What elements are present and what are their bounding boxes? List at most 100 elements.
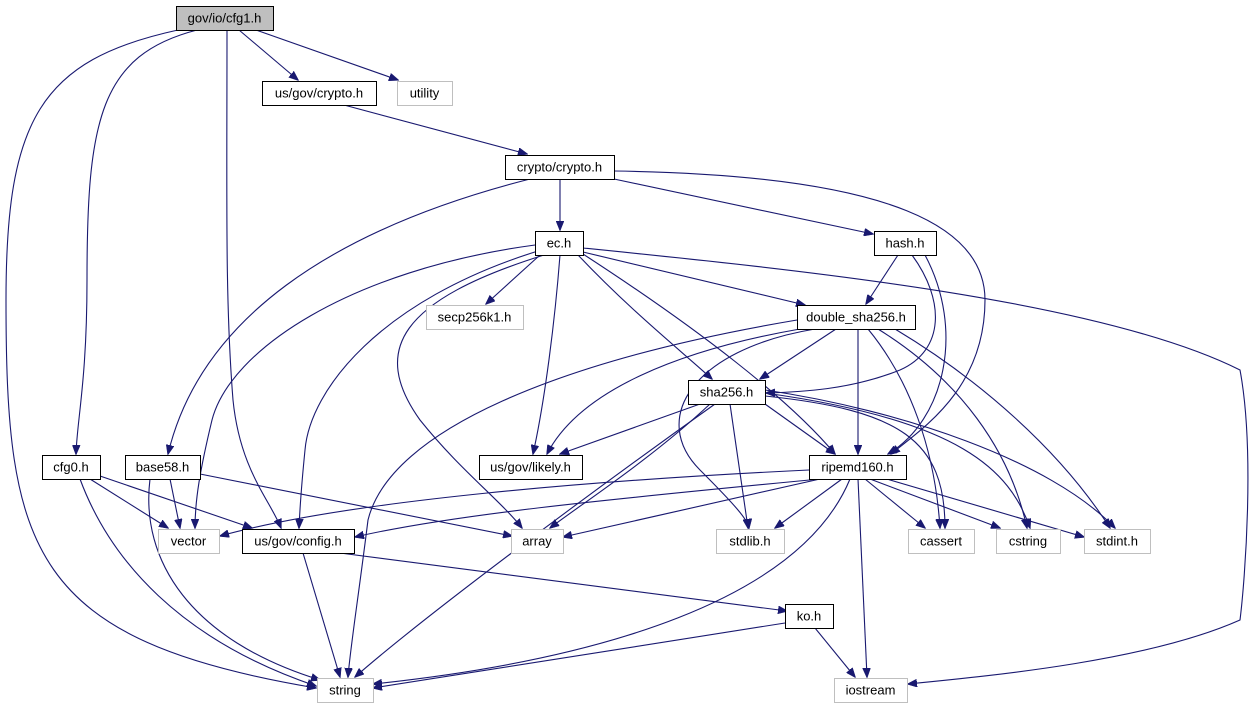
edge-crypto-crypto-h-to-ripemd160-h: [613, 170, 986, 454]
node-ko-h[interactable]: ko.h: [785, 604, 834, 629]
node-label: double_sha256.h: [806, 310, 906, 325]
edge-cfg0-h-to-string: [79, 478, 316, 686]
node-label: crypto/crypto.h: [517, 160, 602, 175]
node-utility: utility: [397, 81, 453, 106]
node-root[interactable]: gov/io/cfg1.h: [176, 6, 274, 31]
node-label: us/gov/crypto.h: [275, 86, 363, 101]
node-base58-h[interactable]: base58.h: [125, 455, 201, 480]
edge-double-sha256-h-to-stdlib-h: [678, 328, 816, 528]
node-label: secp256k1.h: [438, 310, 512, 325]
edge-ec-h-to-array: [397, 254, 545, 528]
node-box: [176, 6, 274, 31]
node-label: gov/io/cfg1.h: [188, 11, 262, 26]
node-box: [242, 529, 355, 554]
edge-sha256-h-to-cassert: [764, 395, 945, 528]
node-cstring: cstring: [996, 529, 1061, 554]
node-us-gov-config-h[interactable]: us/gov/config.h: [242, 529, 355, 554]
node-box: [996, 529, 1061, 554]
node-box: [535, 231, 584, 256]
edge-hash-h-to-double-sha256-h: [866, 254, 899, 304]
edge-cfg0-h-to-us-gov-config-h: [99, 475, 252, 528]
node-box: [716, 529, 785, 554]
node-label: hash.h: [885, 236, 924, 251]
edge-sha256-h-to-stdint-h: [764, 389, 1115, 528]
node-box: [688, 380, 766, 405]
node-box: [158, 529, 220, 554]
node-box: [797, 305, 916, 330]
node-label: ko.h: [797, 609, 822, 624]
node-box: [317, 678, 374, 703]
node-label: stdint.h: [1096, 534, 1138, 549]
node-sha256-h[interactable]: sha256.h: [688, 380, 766, 405]
edge-crypto-crypto-h-to-hash-h: [613, 178, 873, 234]
edge-double-sha256-h-to-string: [348, 319, 798, 677]
edge-base58-h-to-vector: [169, 478, 180, 528]
node-label: vector: [171, 534, 207, 549]
edge-sha256-h-to-cstring: [764, 392, 1030, 528]
node-label: iostream: [846, 683, 896, 698]
node-cfg0-h[interactable]: cfg0.h: [42, 455, 101, 480]
edge-us-gov-crypto-h-to-crypto-crypto-h: [343, 104, 527, 154]
edge-ko-h-to-iostream: [814, 627, 855, 677]
node-ec-h[interactable]: ec.h: [535, 231, 584, 256]
node-us-gov-crypto-h[interactable]: us/gov/crypto.h: [262, 81, 377, 106]
node-label: us/gov/config.h: [254, 534, 341, 549]
edge-ec-h-to-double-sha256-h: [582, 251, 805, 305]
edge-ec-h-to-us-gov-config-h: [299, 250, 539, 528]
edge-ec-h-to-secp256k1-h: [486, 254, 541, 304]
node-label: utility: [410, 86, 440, 101]
edge-root-to-us-gov-config-h: [226, 29, 281, 528]
nodes-layer: gov/io/cfg1.h us/gov/crypto.h utility crypt…: [42, 6, 1151, 703]
edge-ripemd160-h-to-stdint-h: [879, 476, 1084, 537]
node-ripemd160-h[interactable]: ripemd160.h: [809, 455, 907, 480]
node-box: [809, 455, 907, 480]
node-label: cfg0.h: [53, 460, 88, 475]
edge-root-to-cfg0-h: [76, 29, 198, 454]
node-box: [908, 529, 975, 554]
node-array: array: [511, 529, 564, 554]
node-label: string: [329, 683, 361, 698]
edge-double-sha256-h-to-us-gov-likely-h: [547, 328, 801, 454]
node-cassert: cassert: [908, 529, 975, 554]
node-label: cstring: [1009, 534, 1047, 549]
node-hash-h[interactable]: hash.h: [874, 231, 937, 256]
edge-base58-h-to-array: [199, 473, 512, 536]
edge-ec-h-to-sha256-h: [577, 254, 712, 379]
edge-ripemd160-h-to-iostream: [857, 478, 867, 677]
node-box: [262, 81, 377, 106]
node-vector: vector: [158, 529, 220, 554]
edge-ko-h-to-string: [373, 622, 786, 688]
node-double-sha256-h[interactable]: double_sha256.h: [797, 305, 916, 330]
edge-sha256-h-to-string: [355, 403, 716, 677]
edge-root-to-utility: [255, 29, 398, 80]
node-box: [1084, 529, 1151, 554]
edge-hash-h-to-sha256-h: [766, 254, 936, 393]
edge-ripemd160-h-to-cstring: [869, 478, 1000, 528]
node-box: [42, 455, 101, 480]
node-label: array: [522, 534, 552, 549]
node-string: string: [317, 678, 374, 703]
node-label: ripemd160.h: [821, 460, 893, 475]
edge-ec-h-to-ripemd160-h: [582, 253, 835, 454]
edge-hash-h-to-ripemd160-h: [888, 254, 947, 454]
node-crypto-crypto-h[interactable]: crypto/crypto.h: [505, 155, 615, 180]
node-us-gov-likely-h[interactable]: us/gov/likely.h: [479, 455, 583, 480]
node-box: [834, 678, 908, 703]
node-box: [505, 155, 615, 180]
node-secp256k1-h: secp256k1.h: [426, 305, 524, 330]
edge-ripemd160-h-to-cassert: [864, 478, 925, 528]
edge-sha256-h-to-stdlib-h: [729, 403, 748, 528]
edge-cfg0-h-to-vector: [89, 478, 168, 528]
edge-double-sha256-h-to-cstring: [877, 328, 1027, 528]
edge-double-sha256-h-to-sha256-h: [760, 328, 837, 379]
node-box: [874, 231, 937, 256]
node-box: [511, 529, 564, 554]
edge-ripemd160-h-to-stdlib-h: [775, 478, 843, 528]
edge-ripemd160-h-to-string: [373, 478, 851, 684]
edge-root-to-string: [5, 29, 316, 688]
node-iostream: iostream: [834, 678, 908, 703]
node-box: [125, 455, 201, 480]
edge-us-gov-config-h-to-ko-h: [339, 552, 787, 611]
edge-crypto-crypto-h-to-base58-h: [168, 178, 531, 454]
